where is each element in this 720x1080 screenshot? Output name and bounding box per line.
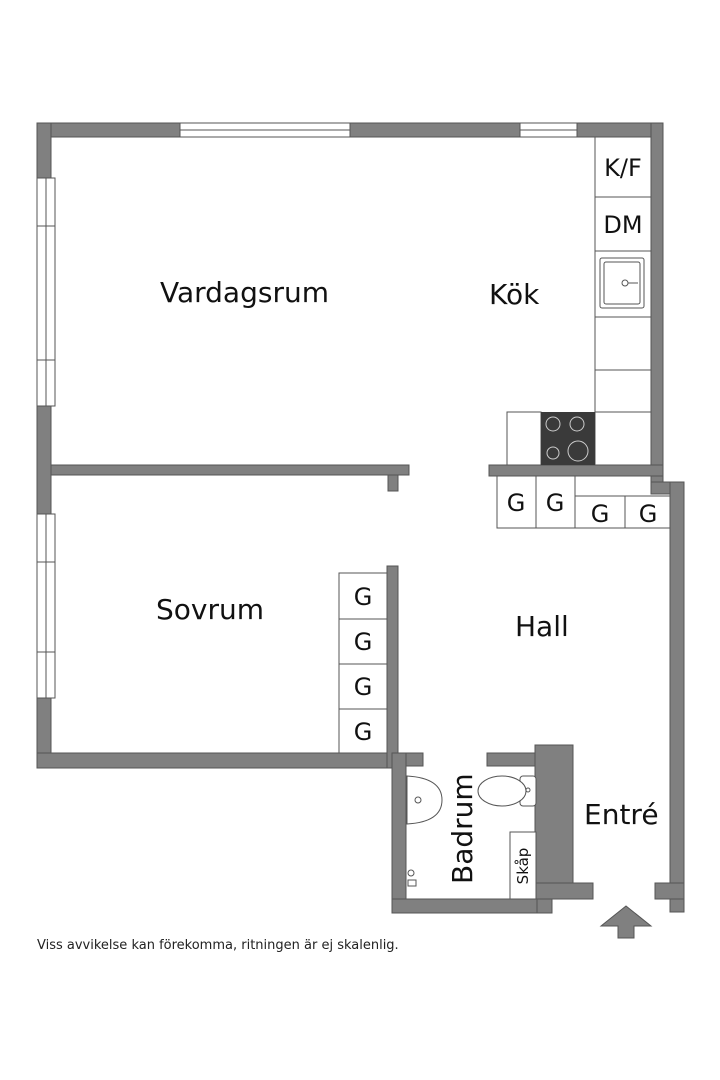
- wardrobe: [624, 495, 671, 529]
- kitchen-counter: [506, 136, 652, 466]
- window-icon: [36, 513, 56, 699]
- wardrobe-label: G: [639, 500, 658, 528]
- stove-icon: [541, 412, 595, 465]
- sink-icon: [599, 257, 645, 309]
- counter-segment: [594, 369, 652, 413]
- closet-label: Skåp: [514, 848, 532, 885]
- wardrobe-label: G: [354, 673, 373, 701]
- dishwasher-label: DM: [603, 211, 642, 239]
- wardrobe: [535, 475, 576, 529]
- wardrobe: [338, 708, 388, 754]
- room-label-kok: Kök: [489, 278, 540, 311]
- wardrobe-label: G: [507, 489, 526, 517]
- counter-segment: [594, 316, 652, 371]
- window-icon: [179, 122, 351, 138]
- room-label-hall: Hall: [515, 610, 569, 643]
- wardrobe: [338, 572, 388, 620]
- wardrobe-label: G: [354, 628, 373, 656]
- wardrobe-label: G: [546, 489, 565, 517]
- windows: [36, 122, 578, 699]
- wall-partition-living-bed: [50, 464, 410, 476]
- wall-bath-top-right: [486, 752, 538, 767]
- wall-bath-left: [391, 752, 407, 914]
- wall-right-kitchen: [650, 122, 664, 486]
- wardrobes-sovrum: [338, 572, 388, 754]
- wardrobe: [496, 475, 537, 529]
- wall-bottom-sovrum: [36, 752, 399, 769]
- wall-partition-stub: [387, 474, 399, 492]
- room-label-sovrum: Sovrum: [156, 593, 264, 626]
- room-label-vardagsrum: Vardagsrum: [160, 276, 329, 309]
- wardrobe-label: G: [354, 583, 373, 611]
- window-icon: [519, 122, 578, 138]
- wardrobes-hall: [496, 475, 671, 529]
- counter-corner: [594, 411, 652, 466]
- room-label-badrum: Badrum: [446, 773, 479, 884]
- wall-right-hall: [669, 481, 685, 913]
- wall-sovrum-hall: [386, 565, 399, 769]
- room-label-entre: Entré: [584, 798, 659, 831]
- washbasin-icon: [406, 775, 443, 825]
- bath-cabinet: [509, 831, 537, 900]
- wall-bath-bottom: [391, 898, 553, 914]
- wardrobe-label: G: [591, 500, 610, 528]
- counter-bottom-left: [506, 411, 542, 466]
- wall-entre-bottom-right: [654, 882, 685, 900]
- dishwasher: [594, 196, 652, 252]
- toilet-icon: [477, 775, 537, 807]
- disclaimer-text: Viss avvikelse kan förekomma, ritningen …: [37, 938, 399, 953]
- fridge-freezer: [594, 136, 652, 198]
- wardrobe: [338, 618, 388, 665]
- wardrobe-label: G: [354, 718, 373, 746]
- faucet-icon: [407, 869, 417, 887]
- wall-kitchen-counter-end: [488, 464, 664, 477]
- wall-entre-left: [534, 744, 574, 886]
- window-icon: [36, 177, 56, 407]
- wall-entre-bottom-left: [534, 882, 594, 900]
- entrance-arrow-icon: [599, 905, 653, 939]
- fridge-freezer-label: K/F: [604, 154, 642, 182]
